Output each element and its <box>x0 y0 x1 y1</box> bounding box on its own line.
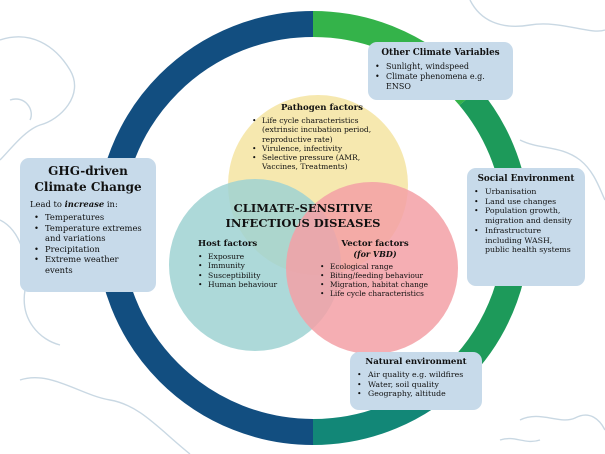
natural-item: Air quality e.g. wildfires <box>357 370 475 380</box>
host-item: Human behaviour <box>198 280 288 290</box>
natural-item: Geography, altitude <box>357 389 475 399</box>
vector-item: Life cycle characteristics <box>320 289 430 298</box>
other-climate-item: Climate phenomena e.g. ENSO <box>375 72 506 92</box>
ghg-title-line1: GHG-driven <box>48 164 128 178</box>
other-climate-title: Other Climate Variables <box>381 48 500 58</box>
ghg-lead-emph: increase <box>64 199 105 210</box>
center-title-line1: CLIMATE-SENSITIVE <box>234 201 373 215</box>
social-environment-box: Social Environment Urbanisation Land use… <box>467 168 585 286</box>
ghg-title-line2: Climate Change <box>34 179 142 194</box>
natural-list: Air quality e.g. wildfires Water, soil q… <box>357 370 475 399</box>
ghg-list: Temperatures Temperature extremes and va… <box>28 212 148 275</box>
pathogen-item: Selective pressure (AMR, Vaccines, Treat… <box>252 153 392 172</box>
ghg-title: GHG-driven Climate Change <box>28 164 148 195</box>
pathogen-item: Life cycle characteristics (extrinsic in… <box>252 116 392 144</box>
social-item: Urbanisation <box>474 187 578 197</box>
social-title: Social Environment <box>477 174 575 184</box>
host-title: Host factors <box>198 239 258 249</box>
ghg-item: Temperatures <box>34 212 148 223</box>
vector-subtitle: (for VBD) <box>353 249 397 259</box>
host-item: Exposure <box>198 252 288 262</box>
vector-list: Ecological range Biting/feeding behaviou… <box>320 262 430 298</box>
vector-title: Vector factors <box>341 239 409 249</box>
ghg-lead-suffix: in: <box>104 199 118 210</box>
vector-item: Ecological range <box>320 262 430 271</box>
ghg-lead: Lead to increase in: <box>30 199 148 209</box>
host-item: Immunity <box>198 261 288 271</box>
social-item: Land use changes <box>474 197 578 207</box>
social-item: Infrastructure including WASH, public he… <box>474 226 578 255</box>
ghg-lead-prefix: Lead to <box>30 199 65 210</box>
vector-item: Biting/feeding behaviour <box>320 271 430 280</box>
host-item: Susceptibility <box>198 271 288 281</box>
natural-item: Water, soil quality <box>357 380 475 390</box>
social-list: Urbanisation Land use changes Population… <box>474 187 578 255</box>
other-climate-variables-box: Other Climate Variables Sunlight, windsp… <box>368 42 513 100</box>
natural-title: Natural environment <box>365 357 467 367</box>
natural-environment-box: Natural environment Air quality e.g. wil… <box>350 352 482 410</box>
center-title-line2: INFECTIOUS DISEASES <box>226 216 381 230</box>
host-list: Exposure Immunity Susceptibility Human b… <box>198 252 288 289</box>
host-factors: Host factors Exposure Immunity Susceptib… <box>198 239 288 289</box>
ghg-item: Precipitation <box>34 244 148 255</box>
vector-factors: Vector factors (for VBD) Ecological rang… <box>320 239 430 298</box>
social-item: Population growth, migration and density <box>474 206 578 225</box>
pathogen-factors: Pathogen factors Life cycle characterist… <box>252 103 392 172</box>
other-climate-item: Sunlight, windspeed <box>375 62 506 72</box>
pathogen-list: Life cycle characteristics (extrinsic in… <box>252 116 392 172</box>
pathogen-item: Virulence, infectivity <box>252 144 392 154</box>
other-climate-list: Sunlight, windspeed Climate phenomena e.… <box>375 62 506 92</box>
pathogen-title: Pathogen factors <box>280 103 364 113</box>
ghg-item: Temperature extremes and variations <box>34 223 148 244</box>
ghg-climate-change-box: GHG-driven Climate Change Lead to increa… <box>20 158 156 292</box>
vector-item: Migration, habitat change <box>320 280 430 289</box>
ghg-item: Extreme weather events <box>34 254 148 275</box>
